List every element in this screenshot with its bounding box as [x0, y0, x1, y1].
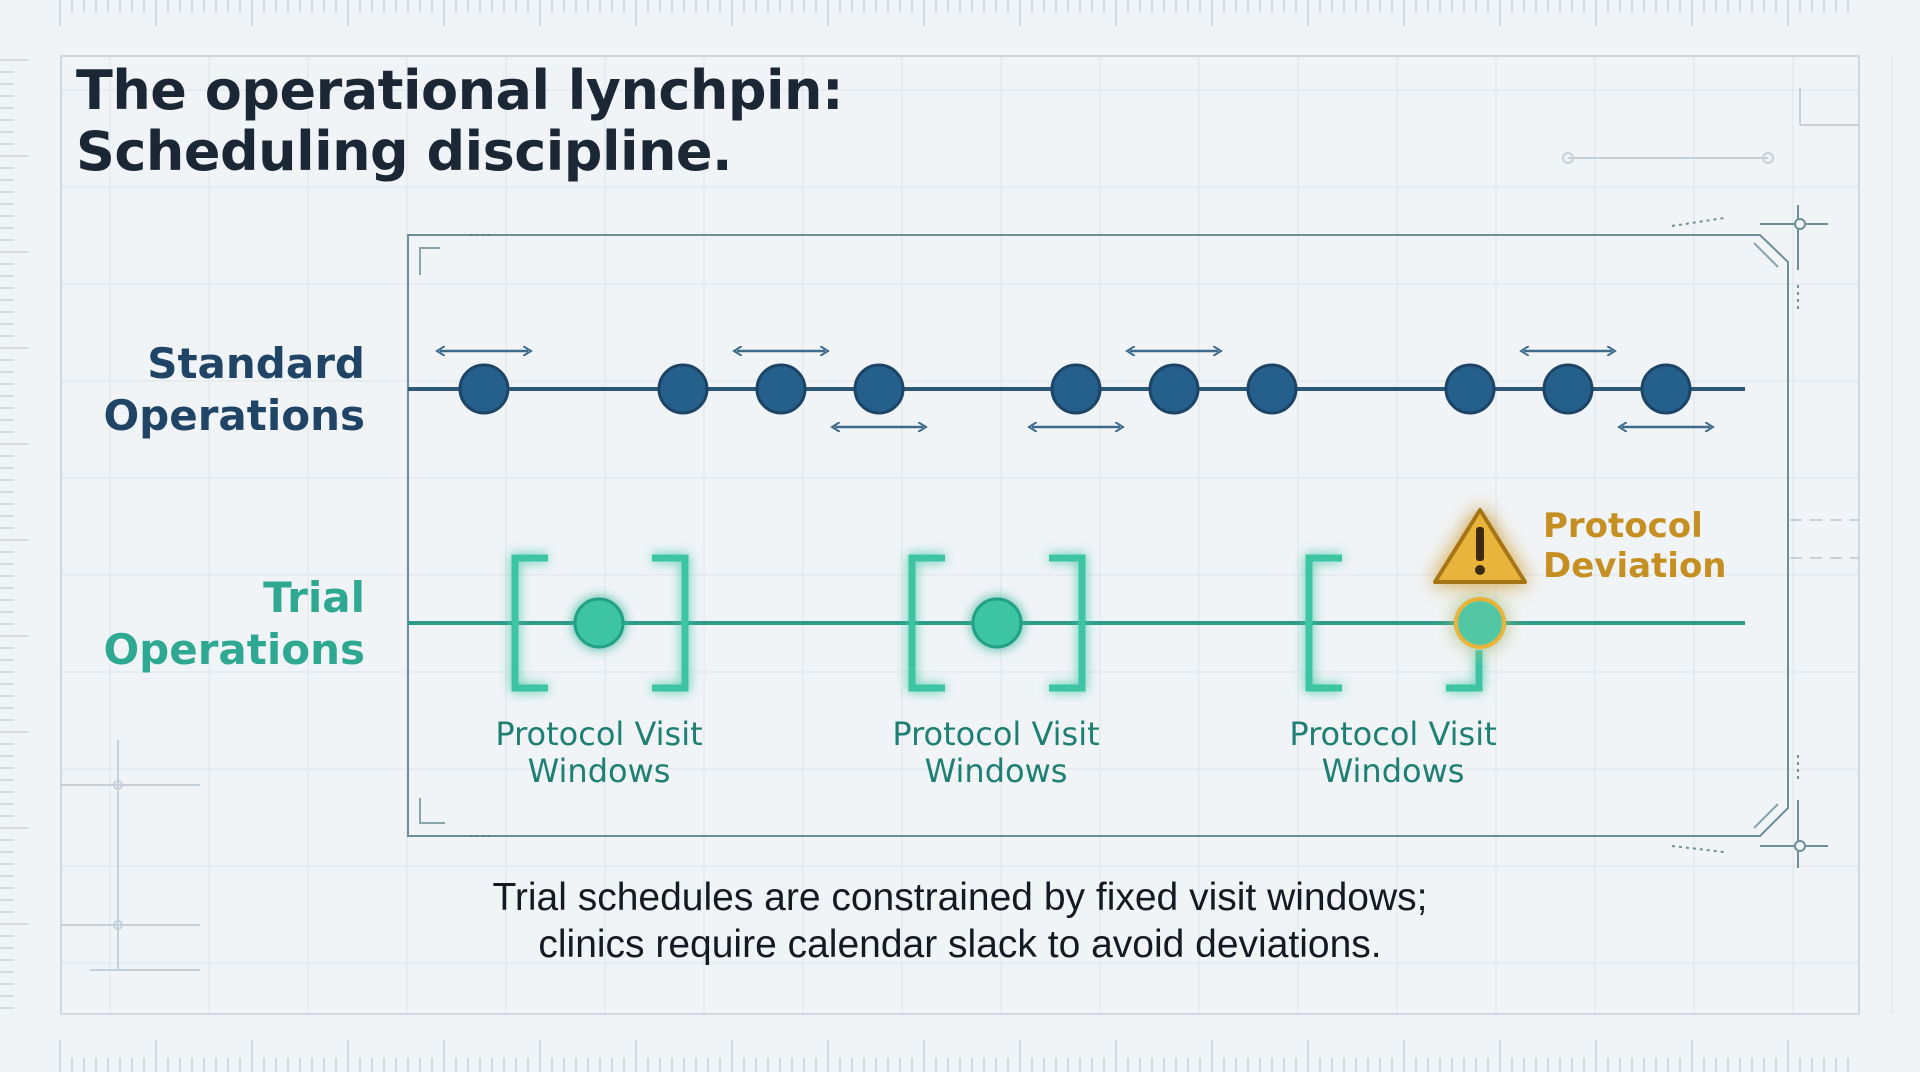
- trial-visit-node: [573, 597, 625, 649]
- title-line-1: The operational lynchpin:: [76, 59, 844, 122]
- warning-triangle-icon: [1433, 508, 1527, 584]
- trial-operations-label: Trial Operations: [103, 572, 365, 676]
- standard-visit-node: [1640, 363, 1692, 415]
- visit-window-label-line-2: Windows: [924, 752, 1068, 790]
- left-bracket-icon: [908, 554, 945, 692]
- trial-nodes: [573, 597, 1506, 649]
- visit-window-brackets: [511, 554, 1483, 692]
- caption-line-2: clinics require calendar slack to avoid …: [538, 923, 1382, 966]
- visit-window-label-line-1: Protocol Visit: [892, 715, 1100, 753]
- standard-label-line-2: Operations: [103, 391, 365, 440]
- deviated-visit-node: [1454, 597, 1506, 649]
- ruler-ticks: [0, 0, 1849, 1072]
- right-bracket-icon: [1049, 554, 1086, 692]
- deviation-label-line-2: Deviation: [1543, 546, 1727, 586]
- right-bracket-icon: [1446, 650, 1483, 692]
- slide-panel-border: [60, 55, 1860, 1015]
- visit-window-label: Protocol Visit Windows: [846, 716, 1146, 790]
- right-bracket-icon: [652, 554, 689, 692]
- standard-flex-arrows: [440, 351, 1710, 427]
- caption: Trial schedules are constrained by fixed…: [360, 874, 1560, 968]
- left-bracket-icon: [1305, 554, 1342, 692]
- trial-label-line-1: Trial: [263, 573, 365, 622]
- standard-visit-node: [1148, 363, 1200, 415]
- circuit-decoration: [60, 88, 1860, 971]
- standard-label-line-1: Standard: [147, 339, 365, 388]
- standard-visit-node: [1542, 363, 1594, 415]
- title-line-2: Scheduling discipline.: [76, 120, 733, 183]
- diagram-frame: [407, 205, 1828, 868]
- caption-line-1: Trial schedules are constrained by fixed…: [492, 876, 1428, 919]
- deviation-label-line-1: Protocol: [1543, 506, 1703, 546]
- trial-label-line-2: Operations: [103, 625, 365, 674]
- left-bracket-icon: [511, 554, 548, 692]
- visit-window-label-line-1: Protocol Visit: [1289, 715, 1497, 753]
- visit-window-label-line-2: Windows: [527, 752, 671, 790]
- trial-visit-node: [971, 597, 1023, 649]
- visit-window-label: Protocol Visit Windows: [1243, 716, 1543, 790]
- standard-operations-label: Standard Operations: [103, 338, 365, 442]
- standard-visit-node: [458, 363, 510, 415]
- standard-visit-node: [1246, 363, 1298, 415]
- standard-visit-node: [853, 363, 905, 415]
- standard-visit-node: [657, 363, 709, 415]
- standard-visit-node: [1050, 363, 1102, 415]
- standard-visit-node: [755, 363, 807, 415]
- page-title: The operational lynchpin: Scheduling dis…: [76, 59, 844, 183]
- visit-window-label-line-1: Protocol Visit: [495, 715, 703, 753]
- protocol-deviation-label: Protocol Deviation: [1543, 506, 1727, 586]
- standard-nodes: [458, 363, 1692, 415]
- visit-window-label: Protocol Visit Windows: [449, 716, 749, 790]
- standard-visit-node: [1444, 363, 1496, 415]
- visit-window-label-line-2: Windows: [1321, 752, 1465, 790]
